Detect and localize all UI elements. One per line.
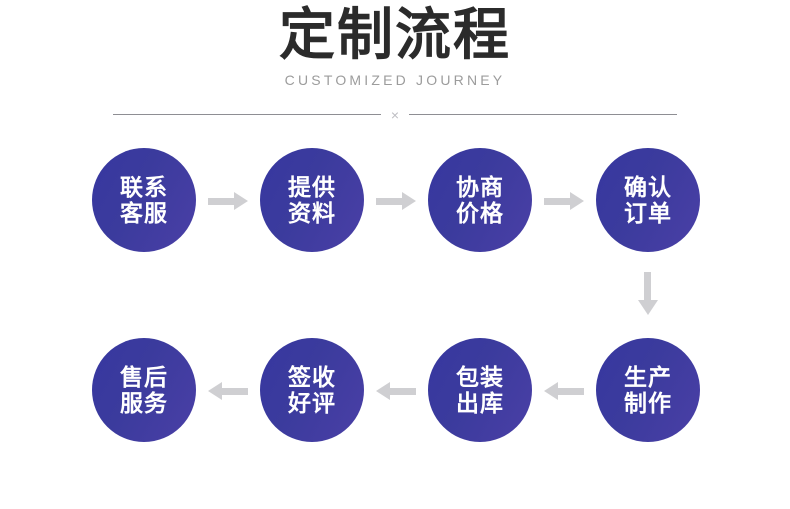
divider-line-left bbox=[113, 114, 381, 115]
header: 定制流程 CUSTOMIZED JOURNEY bbox=[0, 0, 790, 90]
step-label: 提供 资料 bbox=[288, 174, 336, 226]
step-node-after-sales-service[interactable]: 售后 服务 bbox=[92, 338, 196, 442]
step-node-production[interactable]: 生产 制作 bbox=[596, 338, 700, 442]
arrow-shaft bbox=[644, 272, 651, 301]
arrow-left-icon-1 bbox=[208, 382, 248, 400]
arrow-right-icon-3 bbox=[544, 192, 584, 210]
step-label: 售后 服务 bbox=[120, 364, 168, 416]
arrow-left-icon-2 bbox=[376, 382, 416, 400]
step-label: 联系 客服 bbox=[120, 174, 168, 226]
arrow-shaft bbox=[221, 388, 248, 395]
step-label: 生产 制作 bbox=[624, 364, 672, 416]
arrow-shaft bbox=[376, 198, 403, 205]
arrow-head bbox=[208, 382, 222, 400]
arrow-head bbox=[376, 382, 390, 400]
arrow-head bbox=[544, 382, 558, 400]
page-subtitle: CUSTOMIZED JOURNEY bbox=[284, 72, 506, 88]
arrow-down-icon bbox=[638, 272, 658, 316]
arrow-shaft bbox=[208, 198, 235, 205]
step-node-negotiate-price[interactable]: 协商 价格 bbox=[428, 148, 532, 252]
step-label: 签收 好评 bbox=[288, 364, 336, 416]
arrow-head bbox=[570, 192, 584, 210]
arrow-shaft bbox=[389, 388, 416, 395]
arrow-head bbox=[234, 192, 248, 210]
arrow-left-icon-3 bbox=[544, 382, 584, 400]
step-node-confirm-order[interactable]: 确认 订单 bbox=[596, 148, 700, 252]
arrow-shaft bbox=[544, 198, 571, 205]
step-label: 包装 出库 bbox=[456, 364, 504, 416]
step-node-package-and-ship[interactable]: 包装 出库 bbox=[428, 338, 532, 442]
divider-line-right bbox=[409, 114, 677, 115]
step-label: 确认 订单 bbox=[624, 174, 672, 226]
step-node-provide-materials[interactable]: 提供 资料 bbox=[260, 148, 364, 252]
arrow-head bbox=[402, 192, 416, 210]
step-label: 协商 价格 bbox=[456, 174, 504, 226]
header-divider: × bbox=[113, 108, 677, 122]
divider-x-icon: × bbox=[385, 108, 405, 122]
flow-row-bottom: 售后 服务 签收 好评 包装 出库 生产 制作 bbox=[0, 338, 790, 442]
flow-row-top: 联系 客服 提供 资料 协商 价格 确认 订单 bbox=[0, 148, 790, 252]
arrow-head bbox=[638, 300, 658, 315]
arrow-shaft bbox=[557, 388, 584, 395]
arrow-right-icon-2 bbox=[376, 192, 416, 210]
step-node-contact-support[interactable]: 联系 客服 bbox=[92, 148, 196, 252]
page-title: 定制流程 bbox=[279, 3, 511, 66]
arrow-right-icon-1 bbox=[208, 192, 248, 210]
step-node-sign-and-review[interactable]: 签收 好评 bbox=[260, 338, 364, 442]
